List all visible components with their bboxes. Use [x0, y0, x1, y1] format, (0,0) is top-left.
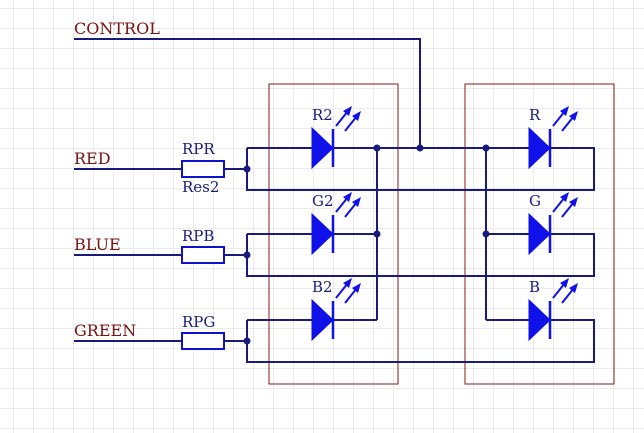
led-r-icon — [528, 106, 578, 170]
resistor-rpg — [181, 332, 225, 350]
junction-dot — [373, 144, 381, 152]
resistor-rpb-designator: RPB — [182, 227, 214, 245]
net-label-control: CONTROL — [74, 19, 160, 38]
junction-dot — [482, 144, 490, 152]
led-b2-icon — [311, 278, 361, 342]
resistor-rpb — [181, 246, 225, 264]
junction-dot — [482, 230, 490, 238]
net-label-blue: BLUE — [74, 235, 121, 254]
resistor-rpr — [181, 160, 225, 178]
led-group-box-right — [464, 83, 615, 385]
junction-dot — [243, 337, 251, 345]
junction-dot — [416, 144, 424, 152]
green-cathode-loop — [246, 319, 595, 363]
net-label-green: GREEN — [74, 321, 136, 340]
led-g-icon — [528, 192, 578, 256]
resistor-rpg-designator: RPG — [182, 313, 215, 331]
junction-dot — [373, 230, 381, 238]
led-r2-icon — [311, 106, 361, 170]
led-b2-label: B2 — [312, 278, 333, 296]
led-b-label: B — [529, 278, 540, 296]
led-g2-label: G2 — [312, 192, 334, 210]
red-cathode-loop — [246, 147, 595, 191]
control-wire — [74, 38, 421, 148]
led-r2-label: R2 — [312, 106, 333, 124]
net-label-red: RED — [74, 149, 111, 168]
blue-cathode-loop — [246, 233, 595, 277]
led-g2-icon — [311, 192, 361, 256]
resistor-rpr-comment: Res2 — [182, 178, 219, 196]
led-b-icon — [528, 278, 578, 342]
junction-dot — [243, 251, 251, 259]
resistor-rpr-designator: RPR — [182, 140, 215, 158]
led-r-label: R — [529, 106, 541, 124]
junction-dot — [243, 165, 251, 173]
led-g-label: G — [529, 192, 541, 210]
